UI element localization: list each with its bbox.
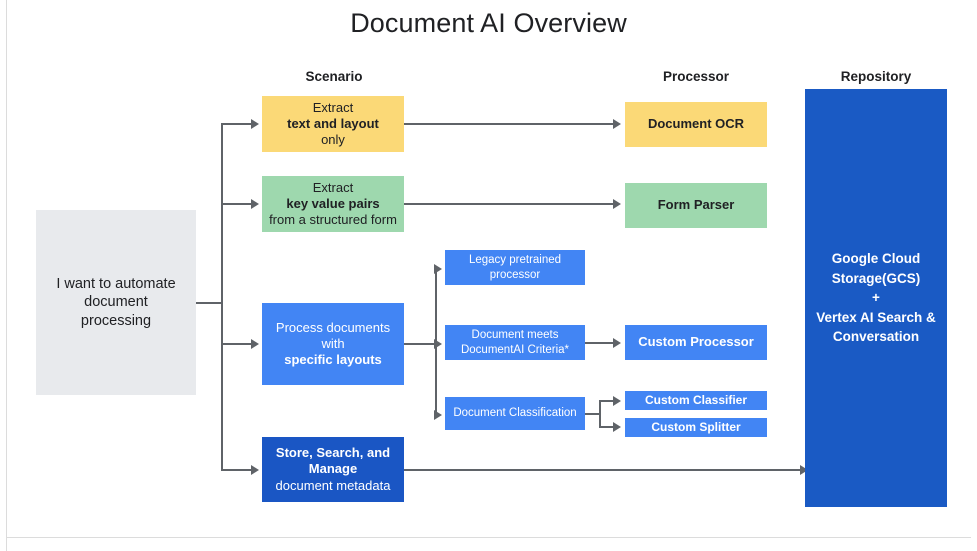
scenario-text-1: Extract text and layout only xyxy=(287,99,379,148)
arrowhead-custom-processor xyxy=(613,338,621,348)
arrowhead-custom-classifier xyxy=(613,396,621,406)
legacy-line-1: Legacy pretrained xyxy=(468,254,562,267)
criteria-line-2: DocumentAI Criteria* xyxy=(460,343,569,356)
scenario-box-store-search-manage: Store, Search, and Manage document metad… xyxy=(262,437,404,502)
repository-line-2: Storage(GCS) xyxy=(831,270,921,286)
connector-process-to-fan xyxy=(404,343,437,345)
connector-branch-scenario-4 xyxy=(221,469,253,471)
repository-box: Google Cloud Storage(GCS) + Vertex AI Se… xyxy=(805,89,947,507)
column-header-repository: Repository xyxy=(840,69,912,84)
connector-split-vertical xyxy=(599,400,601,427)
processor-box-custom-classifier: Custom Classifier xyxy=(625,391,767,410)
middle-box-document-meets-criteria: Document meets DocumentAI Criteria* xyxy=(445,325,585,360)
arrowhead-scenario-3 xyxy=(251,339,259,349)
scenario-text-2: Extract key value pairs from a structure… xyxy=(269,179,397,228)
arrowhead-scenario-2 xyxy=(251,199,259,209)
middle-box-legacy-pretrained-processor: Legacy pretrained processor xyxy=(445,250,585,285)
arrowhead-scenario-4 xyxy=(251,465,259,475)
arrowhead-legacy-pretrained xyxy=(434,264,442,274)
criteria-line-1: Document meets xyxy=(471,329,559,342)
middle-box-document-classification: Document Classification xyxy=(445,397,585,430)
arrowhead-form-parser xyxy=(613,199,621,209)
processor-box-form-parser: Form Parser xyxy=(625,183,767,228)
connector-text-layout-to-ocr xyxy=(404,123,615,125)
arrowhead-repository xyxy=(800,465,808,475)
arrowhead-scenario-1 xyxy=(251,119,259,129)
input-line-3: processing xyxy=(80,312,152,329)
arrowhead-document-meets-criteria xyxy=(434,339,442,349)
processor-label-custom-classifier: Custom Classifier xyxy=(644,393,748,407)
connector-store-to-repository xyxy=(404,469,808,471)
repository-line-4: Vertex AI Search & xyxy=(816,309,936,325)
processor-label-document-ocr: Document OCR xyxy=(647,116,745,132)
connector-criteria-to-custom-processor xyxy=(585,342,615,344)
connector-trunk-vertical xyxy=(221,123,223,471)
processor-box-document-ocr: Document OCR xyxy=(625,102,767,147)
slide-border-bottom xyxy=(6,537,971,538)
classification-line-1: Document Classification xyxy=(453,407,577,420)
column-header-scenario: Scenario xyxy=(305,69,363,84)
processor-box-custom-processor: Custom Processor xyxy=(625,325,767,360)
repository-line-5: Conversation xyxy=(832,329,920,345)
scenario-box-process-specific-layouts: Process documents with specific layouts xyxy=(262,303,404,385)
input-line-2: document xyxy=(84,294,148,311)
connector-key-value-to-form-parser xyxy=(404,203,615,205)
connector-branch-scenario-2 xyxy=(221,203,253,205)
arrowhead-custom-splitter xyxy=(613,422,621,432)
connector-input-trunk xyxy=(196,302,223,304)
repository-line-1: Google Cloud xyxy=(831,251,921,267)
connector-branch-scenario-1 xyxy=(221,123,253,125)
column-header-processor: Processor xyxy=(662,69,730,84)
arrowhead-document-classification xyxy=(434,410,442,420)
input-box-automate-document-processing: I want to automate document processing xyxy=(36,210,196,395)
connector-split-to-splitter xyxy=(599,426,615,428)
scenario-box-extract-key-value-pairs: Extract key value pairs from a structure… xyxy=(262,176,404,232)
repository-line-3: + xyxy=(872,290,880,306)
processor-label-custom-processor: Custom Processor xyxy=(638,334,754,350)
page-title: Document AI Overview xyxy=(350,8,627,38)
scenario-text-4: Store, Search, and Manage document metad… xyxy=(275,445,391,493)
connector-split-to-classifier xyxy=(599,400,615,402)
processor-box-custom-splitter: Custom Splitter xyxy=(625,418,767,437)
arrowhead-document-ocr xyxy=(613,119,621,129)
input-line-1: I want to automate xyxy=(56,276,176,293)
connector-branch-scenario-3 xyxy=(221,343,253,345)
slide-border-left xyxy=(6,0,7,551)
connector-classification-to-split xyxy=(585,413,601,415)
processor-label-form-parser: Form Parser xyxy=(657,197,735,213)
scenario-box-extract-text-layout: Extract text and layout only xyxy=(262,96,404,152)
scenario-text-3: Process documents with specific layouts xyxy=(275,319,391,368)
processor-label-custom-splitter: Custom Splitter xyxy=(651,420,741,434)
legacy-line-2: processor xyxy=(489,268,541,281)
